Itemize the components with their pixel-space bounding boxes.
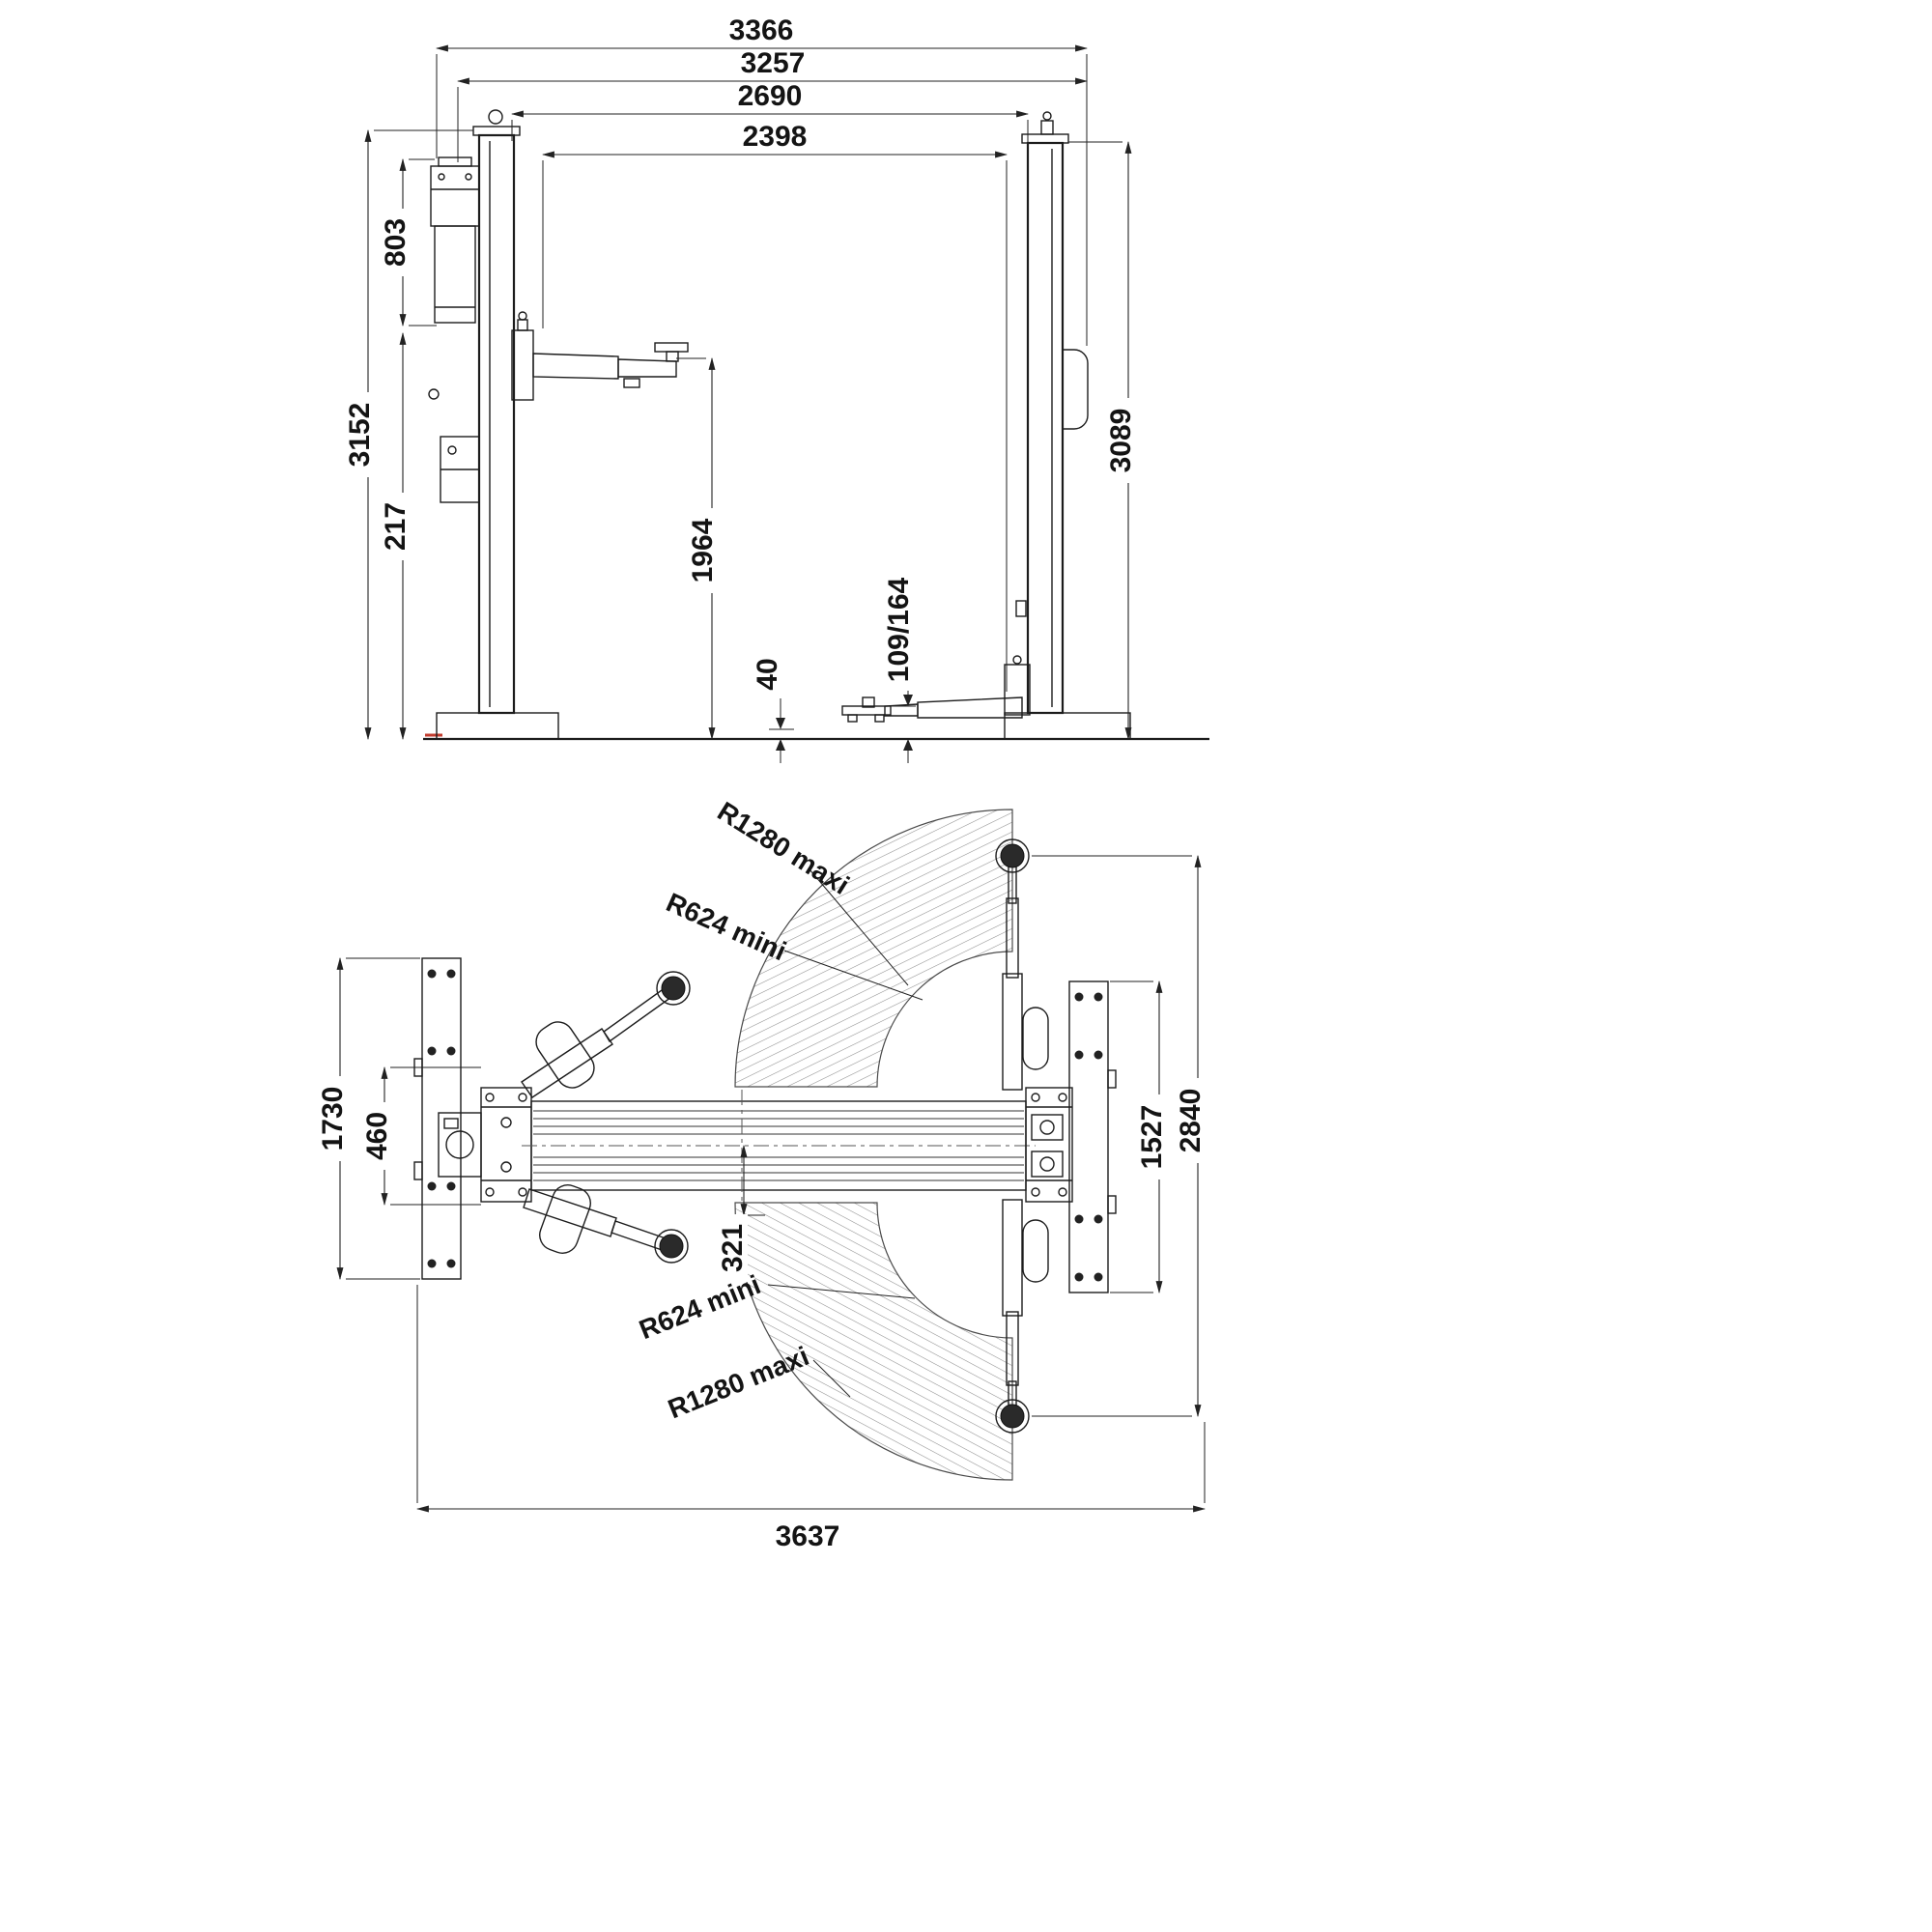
dim-label-overall-length: 3637 xyxy=(776,1520,840,1552)
lift-pad xyxy=(654,342,689,353)
arm-front-right xyxy=(995,838,1049,1091)
dim-label-total-height: 3152 xyxy=(344,403,376,468)
dim-drive-through: 2398 xyxy=(541,121,1009,692)
dim-label-column-height: 3089 xyxy=(1105,409,1137,473)
arm-handle xyxy=(1022,1007,1049,1070)
base-plate-plan-left xyxy=(413,957,462,1280)
dim-max-lifting-height: 1964 xyxy=(676,356,719,741)
left-column xyxy=(472,109,521,715)
arm-pad xyxy=(1000,843,1025,868)
carriage-plan-right xyxy=(1025,1087,1073,1203)
dim-label-inner-clearance: 2690 xyxy=(738,80,803,112)
arm-pad xyxy=(659,1234,684,1259)
dim-label-overall-depth: 2840 xyxy=(1175,1089,1207,1153)
arm-rear-right xyxy=(995,1199,1049,1434)
dim-label-power-unit-height: 803 xyxy=(380,218,412,267)
dim-total-height: 3152 xyxy=(342,128,473,741)
arm-pad xyxy=(661,976,686,1001)
dim-overall-length: 3637 xyxy=(415,1285,1207,1552)
base-plate-plan-right xyxy=(1068,980,1117,1293)
dim-carriage-width: 460 xyxy=(359,1065,481,1207)
column-cover xyxy=(1062,349,1089,430)
dim-label-width-over-posts: 3257 xyxy=(741,47,806,79)
arm-handle xyxy=(535,1021,595,1089)
dim-base-section-height: 217 xyxy=(378,331,412,741)
dim-label-drive-through: 2398 xyxy=(743,121,808,153)
lift-carriage-arm xyxy=(511,311,689,401)
dim-power-unit-height: 803 xyxy=(378,157,437,327)
dim-overall-width: 3366 xyxy=(435,14,1089,346)
dim-min-pad-height: 40 xyxy=(750,650,794,763)
dim-column-height: 3089 xyxy=(1068,140,1137,741)
top-fitting xyxy=(1042,111,1052,121)
swing-sector-bottom xyxy=(734,1202,1013,1481)
dim-label-overall-width: 3366 xyxy=(729,14,794,46)
arm-rear-left xyxy=(523,1184,689,1264)
dim-left-base-plate: 1730 xyxy=(315,956,420,1281)
dim-label-beam-offset: 321 xyxy=(717,1224,749,1272)
dim-right-base-plate: 1527 xyxy=(1110,980,1168,1294)
lowered-arm xyxy=(841,655,1031,723)
arm-pad xyxy=(1000,1404,1025,1429)
arm-handle xyxy=(1022,1219,1049,1283)
dim-label-right-base-plate: 1527 xyxy=(1136,1105,1168,1170)
dim-overall-depth: 2840 xyxy=(1032,854,1207,1418)
lock-latch xyxy=(1015,600,1027,617)
oil-tank xyxy=(434,225,476,324)
dim-label-min-pad-height: 40 xyxy=(752,658,783,690)
arm-handle xyxy=(539,1184,591,1254)
lowered-pad xyxy=(841,705,892,716)
front-elevation-view: 3366 3257 2690 2398 3152 xyxy=(342,14,1209,763)
swing-sector-top xyxy=(734,809,1013,1088)
release-knob xyxy=(428,388,440,400)
plan-power-unit xyxy=(438,1112,482,1178)
dim-pad-height-range: 109/164 xyxy=(881,569,916,763)
control-box xyxy=(440,436,480,503)
power-unit xyxy=(430,156,480,324)
dim-width-over-posts: 3257 xyxy=(456,47,1089,162)
dim-beam-offset: 321 xyxy=(715,1144,765,1282)
top-pulley xyxy=(488,109,503,125)
dim-label-max-lifting-height: 1964 xyxy=(687,518,719,582)
dim-label-pad-height-range: 109/164 xyxy=(883,577,915,682)
dim-label-base-section-height: 217 xyxy=(380,502,412,551)
dim-label-carriage-width: 460 xyxy=(361,1112,393,1160)
dim-inner-clearance: 2690 xyxy=(510,80,1030,147)
arm-front-left xyxy=(521,971,691,1098)
dim-label-left-base-plate: 1730 xyxy=(317,1087,349,1151)
